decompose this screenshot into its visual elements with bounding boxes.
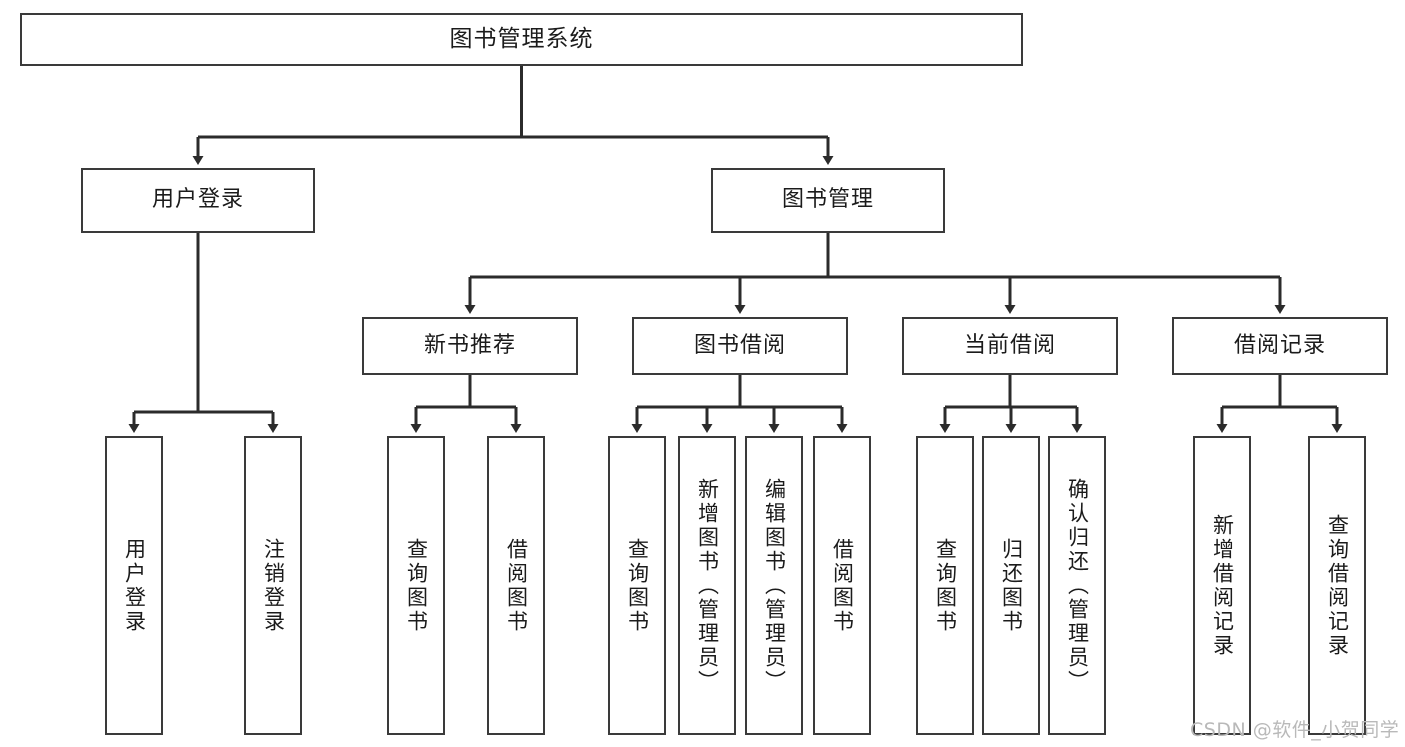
node-label: 归还图书 xyxy=(999,537,1024,634)
node-label: 图书管理 xyxy=(781,187,874,213)
node-label: 查询图书 xyxy=(625,537,650,634)
node-label: 查询借阅记录 xyxy=(1325,513,1350,658)
node-book-borrow[interactable]: 图书借阅 xyxy=(632,317,848,375)
leaf-node-borrow-borrow-book[interactable]: 借阅图书 xyxy=(813,436,871,735)
node-label: 图书管理系统 xyxy=(449,25,594,52)
leaf-node-current-return-book[interactable]: 归还图书 xyxy=(982,436,1040,735)
leaf-node-recommend-query-book[interactable]: 查询图书 xyxy=(387,436,445,735)
leaf-node-user-login[interactable]: 用户登录 xyxy=(105,436,163,735)
leaf-node-borrow-edit-book-admin[interactable]: 编辑图书（管理员） xyxy=(745,436,803,735)
node-label: 新增图书（管理员） xyxy=(695,477,720,694)
node-label: 确认归还（管理员） xyxy=(1065,477,1090,694)
node-label: 查询图书 xyxy=(933,537,958,634)
node-label: 借阅图书 xyxy=(504,537,529,634)
node-label: 查询图书 xyxy=(404,537,429,634)
leaf-node-borrow-add-book-admin[interactable]: 新增图书（管理员） xyxy=(678,436,736,735)
node-book-management[interactable]: 图书管理 xyxy=(711,168,945,233)
leaf-node-current-confirm-return-admin[interactable]: 确认归还（管理员） xyxy=(1048,436,1106,735)
node-label: 借阅记录 xyxy=(1233,332,1326,358)
node-label: 编辑图书（管理员） xyxy=(762,477,787,694)
leaf-node-record-add-borrow-record[interactable]: 新增借阅记录 xyxy=(1193,436,1251,735)
node-borrow-record[interactable]: 借阅记录 xyxy=(1172,317,1388,375)
node-label: 当前借阅 xyxy=(963,332,1056,358)
node-root-book-management-system[interactable]: 图书管理系统 xyxy=(20,13,1023,66)
node-label: 图书借阅 xyxy=(693,332,786,358)
node-label: 新书推荐 xyxy=(423,332,516,358)
node-new-book-recommend[interactable]: 新书推荐 xyxy=(362,317,578,375)
node-label: 注销登录 xyxy=(261,537,286,634)
node-label: 用户登录 xyxy=(122,537,147,634)
leaf-node-borrow-query-book[interactable]: 查询图书 xyxy=(608,436,666,735)
leaf-node-current-query-book[interactable]: 查询图书 xyxy=(916,436,974,735)
node-label: 借阅图书 xyxy=(830,537,855,634)
leaf-node-record-query-borrow-record[interactable]: 查询借阅记录 xyxy=(1308,436,1366,735)
node-user-login[interactable]: 用户登录 xyxy=(81,168,315,233)
node-label: 新增借阅记录 xyxy=(1210,513,1235,658)
node-label: 用户登录 xyxy=(151,187,244,213)
leaf-node-user-logout[interactable]: 注销登录 xyxy=(244,436,302,735)
node-current-borrow[interactable]: 当前借阅 xyxy=(902,317,1118,375)
leaf-node-recommend-borrow-book[interactable]: 借阅图书 xyxy=(487,436,545,735)
